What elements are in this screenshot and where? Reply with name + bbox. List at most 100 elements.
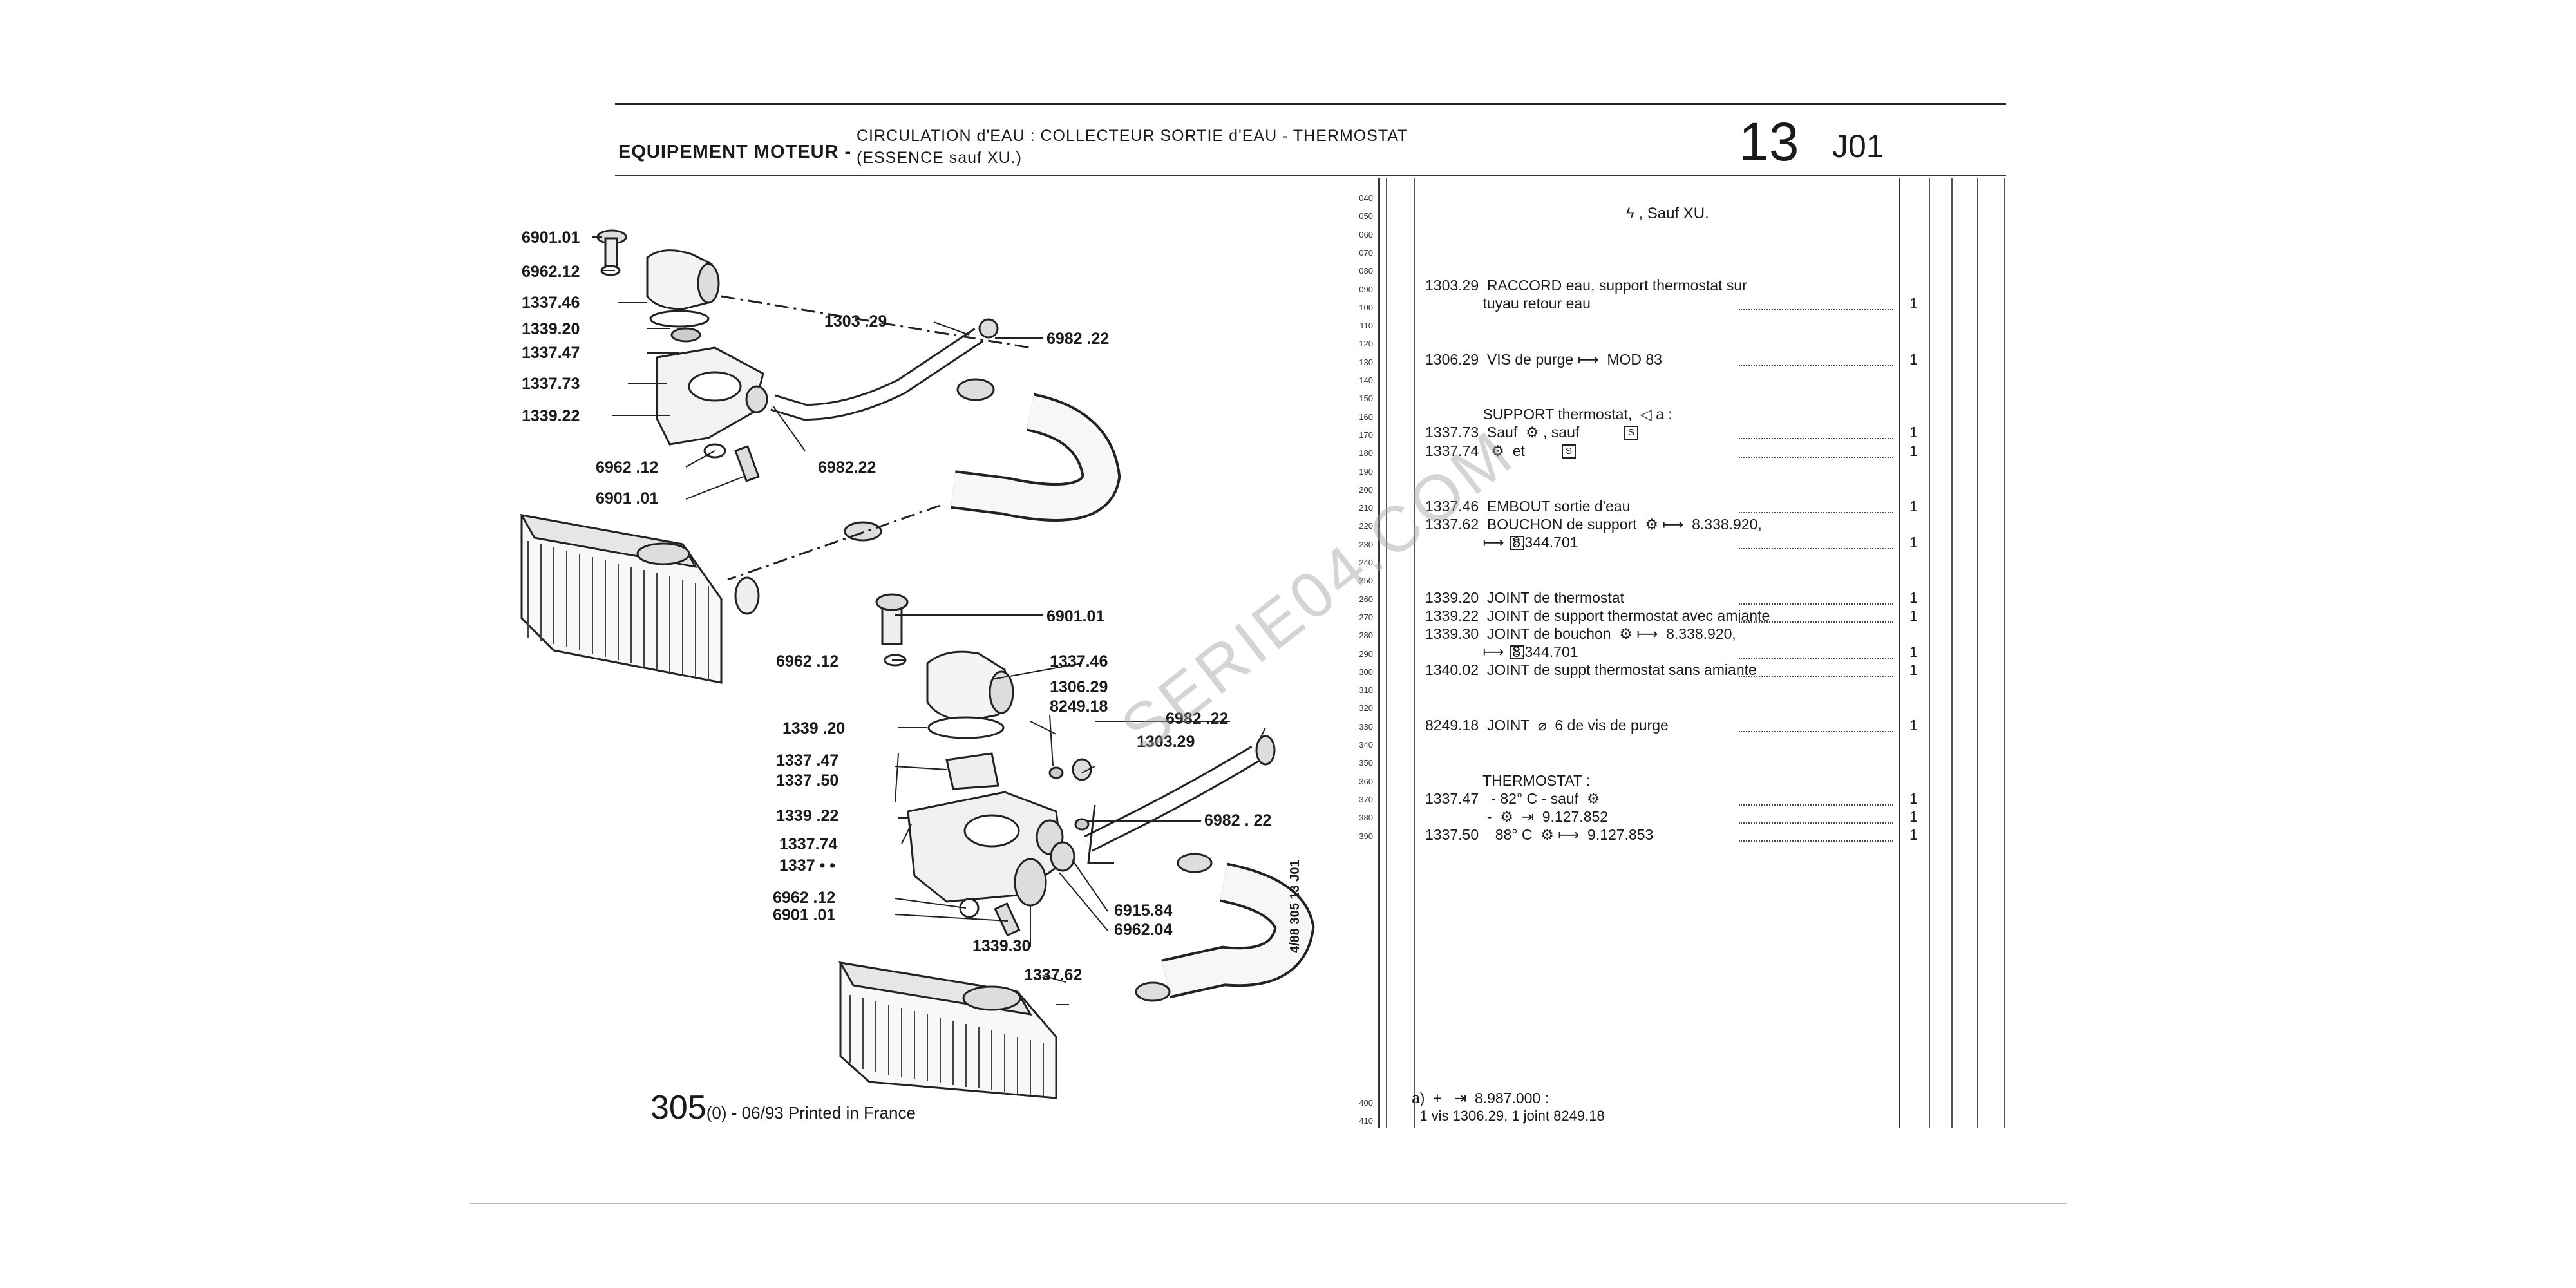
line-number: 260 xyxy=(1359,594,1373,604)
boxed-s-symbol: S xyxy=(1624,426,1639,440)
vertical-reference-code: 4/88 305 13 J01 xyxy=(1288,860,1302,953)
callout-label: 6982 .22 xyxy=(1166,710,1229,728)
column-rule xyxy=(1951,178,1953,1128)
leader-dots xyxy=(1739,621,1893,623)
column-rule xyxy=(2004,178,2005,1128)
line-number: 390 xyxy=(1359,831,1373,841)
parts-row-qty: 1 xyxy=(1909,717,1918,734)
line-number: 080 xyxy=(1359,266,1373,276)
callout-label: 6982 . 22 xyxy=(1204,811,1272,829)
callout-label: 1337 .47 xyxy=(776,752,839,770)
parts-row-text: 1339.30 JOINT de bouchon ⚙ ⟼ 8.338.920, xyxy=(1425,625,1736,642)
callout-label: 1337.47 xyxy=(522,344,580,362)
parts-row-qty: 1 xyxy=(1909,589,1918,606)
parts-row-text: 1337.73 Sauf ⚙ , sauf xyxy=(1425,424,1580,440)
parts-row-text: 1337.46 EMBOUT sortie d'eau xyxy=(1425,498,1631,515)
line-number: 290 xyxy=(1359,649,1373,659)
parts-row-text: 1303.29 RACCORD eau, support thermostat … xyxy=(1425,277,1747,294)
line-number: 330 xyxy=(1359,721,1373,732)
header-top-rule xyxy=(615,103,2006,105)
line-number: 320 xyxy=(1359,703,1373,714)
section-title: EQUIPEMENT MOTEUR - xyxy=(618,142,852,162)
leader-dots xyxy=(1739,804,1893,806)
leader-dots xyxy=(1739,676,1893,677)
callout-label: 8249.18 xyxy=(1050,697,1108,715)
callout-label: 1337 .50 xyxy=(776,772,839,790)
callout-label: 1306.29 xyxy=(1050,678,1108,696)
callout-label: 1339 .20 xyxy=(782,719,846,737)
boxed-s-symbol: S xyxy=(1562,444,1577,459)
callout-label: 6962.12 xyxy=(522,263,580,281)
line-number: 180 xyxy=(1359,448,1373,459)
header-separator xyxy=(615,175,2006,176)
column-rule xyxy=(1899,178,1900,1128)
leader-dots xyxy=(1739,840,1893,842)
parts-row-qty: 1 xyxy=(1909,498,1918,515)
callout-label: 1339.30 xyxy=(972,937,1031,955)
callout-label: 1339 .22 xyxy=(776,807,839,825)
line-number: 090 xyxy=(1359,284,1373,294)
parts-row-text: 1340.02 JOINT de suppt thermostat sans a… xyxy=(1425,661,1757,678)
line-number: 410 xyxy=(1359,1116,1373,1126)
parts-row-qty: 1 xyxy=(1909,826,1918,843)
group-code: J01 xyxy=(1832,128,1884,164)
line-number: 150 xyxy=(1359,393,1373,404)
parts-row-text: 1306.29 VIS de purge ⟼ MOD 83 xyxy=(1425,351,1662,368)
line-number: 130 xyxy=(1359,357,1373,367)
line-number: 170 xyxy=(1359,430,1373,440)
callout-label: 1303 .29 xyxy=(824,312,887,330)
callout-label: 6901.01 xyxy=(522,229,580,247)
line-number: 200 xyxy=(1359,484,1373,495)
line-number: 210 xyxy=(1359,503,1373,513)
boxed-s-symbol: S xyxy=(1510,645,1525,659)
leader-dots xyxy=(1739,603,1893,605)
column-rule xyxy=(1977,178,1978,1128)
column-rule xyxy=(1414,178,1415,1128)
line-number: 110 xyxy=(1359,321,1373,331)
callout-label: 1337.46 xyxy=(1050,652,1108,670)
line-number: 160 xyxy=(1359,412,1373,422)
parts-row-qty: 1 xyxy=(1909,442,1918,459)
page-bottom-rule xyxy=(470,1203,2067,1204)
parts-row-qty: 1 xyxy=(1909,295,1918,312)
parts-row-text: - ⚙ ⇥ 9.127.852 xyxy=(1425,808,1609,825)
line-number: 230 xyxy=(1359,539,1373,549)
footer-text: (0) - 06/93 Printed in France xyxy=(706,1103,916,1122)
line-number: 300 xyxy=(1359,667,1373,677)
parts-row-qty: 1 xyxy=(1909,607,1918,624)
parts-row-text: SUPPORT thermostat, ◁ a : xyxy=(1425,406,1672,422)
parts-row-qty: 1 xyxy=(1909,424,1918,440)
callout-label: 6901.01 xyxy=(1046,607,1105,625)
parts-row-qty: 1 xyxy=(1909,661,1918,678)
line-number: 050 xyxy=(1359,211,1373,222)
parts-row-text: tuyau retour eau xyxy=(1425,295,1591,312)
callout-label: 6915.84 xyxy=(1114,902,1173,920)
column-rule xyxy=(1929,178,1930,1128)
line-number: 190 xyxy=(1359,466,1373,477)
parts-row-qty: 1 xyxy=(1909,790,1918,807)
line-number: 100 xyxy=(1359,302,1373,312)
leader-dots xyxy=(1739,822,1893,824)
line-number: 250 xyxy=(1359,576,1373,586)
parts-row-qty: 1 xyxy=(1909,534,1918,551)
column-rule xyxy=(1386,178,1387,1128)
parts-row-text: THERMOSTAT : xyxy=(1425,772,1591,789)
callout-label: 6962 .12 xyxy=(596,459,659,477)
parts-row-text: 1337.50 88° C ⚙ ⟼ 9.127.853 xyxy=(1425,826,1654,843)
line-number: 380 xyxy=(1359,813,1373,823)
callout-label: 6901 .01 xyxy=(596,489,659,507)
callout-label: 1337.62 xyxy=(1024,966,1083,984)
line-number: 360 xyxy=(1359,776,1373,786)
subtitle-line-1: CIRCULATION d'EAU : COLLECTEUR SORTIE d'… xyxy=(857,127,1408,145)
parts-row-text: 1337.62 BOUCHON de support ⚙ ⟼ 8.338.920… xyxy=(1425,516,1762,533)
callout-label: 6962 .12 xyxy=(776,652,839,670)
parts-row-qty: 1 xyxy=(1909,643,1918,660)
leader-dots xyxy=(1739,438,1893,439)
callout-label: 1339.22 xyxy=(522,407,580,425)
line-number: 040 xyxy=(1359,193,1373,203)
line-number: 060 xyxy=(1359,229,1373,240)
leader-dots xyxy=(1739,731,1893,732)
parts-list-heading: ϟ , Sauf XU. xyxy=(1626,205,1709,222)
line-number: 400 xyxy=(1359,1098,1373,1108)
